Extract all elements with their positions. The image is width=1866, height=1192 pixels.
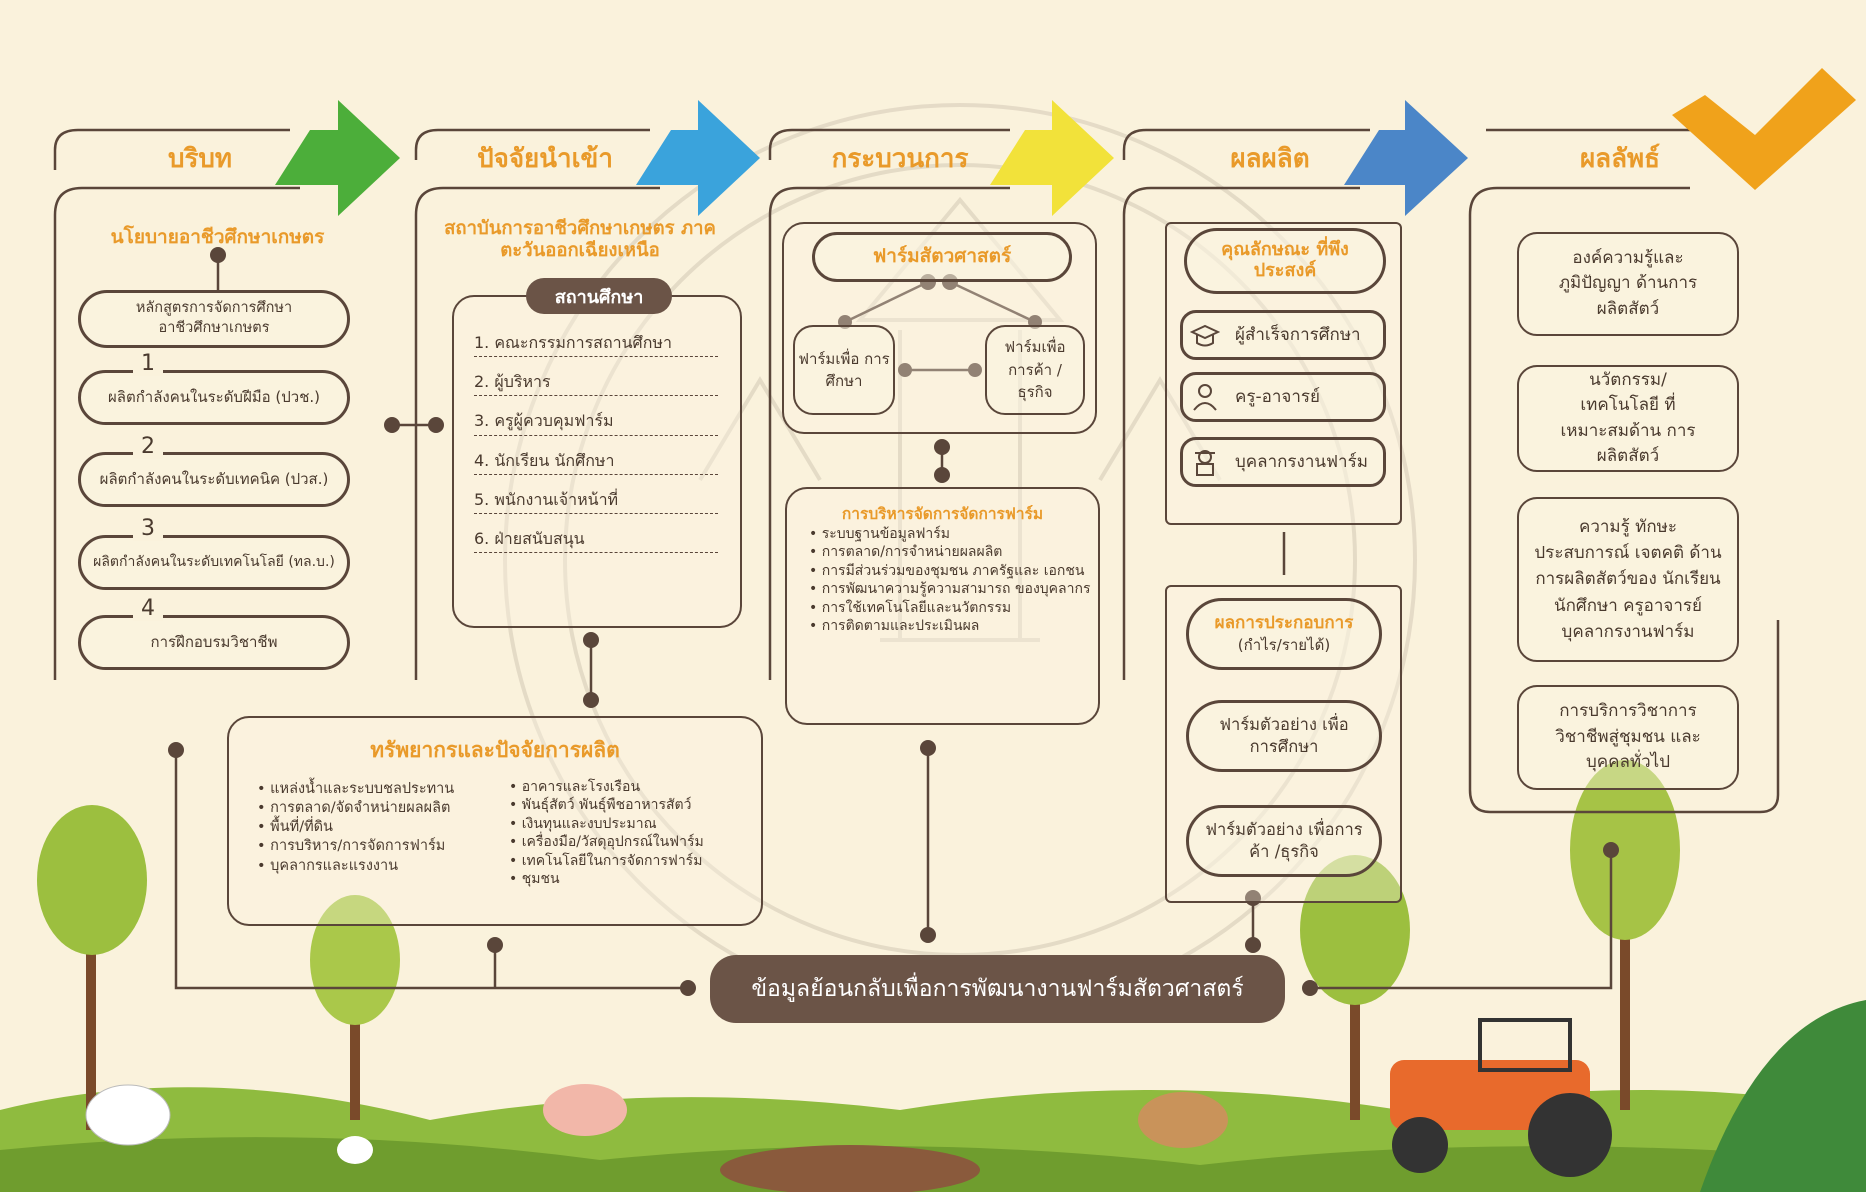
resource-item: การตลาด/จัดจำหน่ายผลผลิต [257,799,477,818]
context-item-3: ผลิตกำลังคนในระดับเทคโนโลยี (ทล.บ.) [78,535,350,590]
arrow-green [275,100,400,216]
output-person-farm-staff: บุคลากรงานฟาร์ม [1180,437,1386,487]
context-number-4: 4 [133,596,163,621]
resource-item: การบริหาร/การจัดการฟาร์ม [257,837,477,856]
resource-item: บุคลากรและแรงงาน [257,857,477,876]
resource-item: แหล่งน้ำและระบบชลประทาน [257,780,477,799]
output-person-label: ครู-อาจารย์ [1235,386,1320,407]
resource-item: พื้นที่/ที่ดิน [257,818,477,837]
characteristics-title: คุณลักษณะ ที่พึงประสงค์ [1184,228,1386,294]
resource-item: อาคารและโรงเรือน [509,778,754,796]
model-farm-education: ฟาร์มตัวอย่าง เพื่อการศึกษา [1186,700,1382,772]
management-item: การมีส่วนร่วมของชุมชน ภาครัฐและ เอกชน [809,562,1094,580]
management-item: การติดตามและประเมินผล [809,617,1094,635]
context-item-4: การฝึกอบรมวิชาชีพ [78,615,350,670]
output-person-graduates: ผู้สำเร็จการศึกษา [1180,310,1386,360]
institution-item: 4. นักเรียน นักศึกษา [474,445,718,475]
institution-box: 1. คณะกรรมการสถานศึกษา 2. ผู้บริหาร 3. ค… [452,295,742,628]
sheep-illustration [85,1084,171,1146]
institution-item: 5. พนักงานเจ้าหน้าที่ [474,484,718,514]
institution-item: 3. ครูผู้ควบคุมฟาร์ม [474,405,718,436]
farm-management-title: การบริหารจัดการจัดการฟาร์ม [841,505,1044,523]
arrow-blue [636,100,760,216]
output-person-label: บุคลากรงานฟาร์ม [1235,451,1368,472]
management-item: การใช้เทคโนโลยีและนวัตกรรม [809,599,1094,617]
graduation-cap-icon [1190,324,1220,347]
context-number-3: 3 [133,516,163,541]
outcome-item-3: ความรู้ ทักษะ ประสบการณ์ เจตคติ ด้านการผ… [1517,497,1739,662]
management-item: ระบบฐานข้อมูลฟาร์ม [809,525,1094,543]
header-context: บริบท [167,144,233,174]
farm-education-box: ฟาร์มเพื่อ การศึกษา [793,325,895,415]
tree-left [37,805,400,1130]
header-arrows [275,68,1856,216]
resource-item: ชุมชน [509,870,754,888]
arrow-steel [1344,100,1468,216]
resource-item: เทคโนโลยีในการจัดการฟาร์ม [509,852,754,870]
resources-title: ทรัพยากรและปัจจัยการผลิต [370,738,620,762]
header-process: กระบวนการ [831,144,969,174]
outcome-item-2: นวัตกรรม/ เทคโนโลยี ที่เหมาะสมด้าน การผล… [1517,365,1739,472]
output-person-teachers: ครู-อาจารย์ [1180,372,1386,422]
outcome-item-4: การบริการวิชาการ วิชาชีพสู่ชุมชน และบุคค… [1517,685,1739,790]
context-number-2: 2 [133,434,163,459]
curriculum-pill: หลักสูตรการจัดการศึกษา อาชีวศึกษาเกษตร [78,290,350,348]
farm-title-pill: ฟาร์มสัตวศาสตร์ [812,232,1072,282]
pig-illustration [543,1084,627,1136]
model-farm-business: ฟาร์มตัวอย่าง เพื่อการค้า /ธุรกิจ [1186,805,1382,877]
farm-business-box: ฟาร์มเพื่อ การค้า / ธุรกิจ [985,325,1085,415]
resources-box: ทรัพยากรและปัจจัยการผลิต แหล่งน้ำและระบบ… [227,716,763,926]
institution-list: 1. คณะกรรมการสถานศึกษา 2. ผู้บริหาร 3. ค… [474,327,718,562]
context-item-label: การฝึกอบรมวิชาชีพ [150,633,278,652]
tree-right [1300,760,1680,1120]
feedback-banner: ข้อมูลย้อนกลับเพื่อการพัฒนางานฟาร์มสัตวศ… [710,955,1285,1023]
resources-left-list: แหล่งน้ำและระบบชลประทาน การตลาด/จัดจำหน่… [257,780,477,876]
farm-management-box: การบริหารจัดการจัดการฟาร์ม ระบบฐานข้อมูล… [785,487,1100,725]
farm-management-list: ระบบฐานข้อมูลฟาร์ม การตลาด/การจำหน่ายผลผ… [809,525,1094,636]
header-outcome: ผลลัพธ์ [1579,144,1661,174]
check-mark [1672,68,1856,190]
resource-item: เงินทุนและงบประมาณ [509,815,754,833]
institution-label: สถานศึกษา [526,278,672,314]
outcome-item-1: องค์ความรู้และ ภูมิปัญญา ด้านการผลิตสัตว… [1517,232,1739,336]
farm-worker-icon [1195,450,1215,476]
header-input: ปัจจัยนำเข้า [477,144,613,174]
cow-illustration [1138,1092,1228,1148]
output-person-label: ผู้สำเร็จการศึกษา [1235,324,1361,345]
policy-title: นโยบายอาชีวศึกษาเกษตร [110,226,325,248]
management-item: การตลาด/การจำหน่ายผลผลิต [809,543,1094,561]
context-item-label: ผลิตกำลังคนในระดับฝีมือ (ปวช.) [107,388,321,407]
context-item-1: ผลิตกำลังคนในระดับฝีมือ (ปวช.) [78,370,350,425]
context-number-1: 1 [133,351,163,376]
institution-item: 1. คณะกรรมการสถานศึกษา [474,327,718,358]
resource-item: เครื่องมือ/วัสดุอุปกรณ์ในฟาร์ม [509,833,754,851]
arrow-yellow [990,100,1114,216]
teacher-icon [1193,384,1217,411]
performance-pill: ผลการประกอบการ (กำไร/รายได้) [1186,598,1382,670]
resources-right-list: อาคารและโรงเรือน พันธุ์สัตว์ พันธุ์พืชอา… [509,778,754,889]
context-item-label: ผลิตกำลังคนในระดับเทคนิค (ปวส.) [99,470,329,489]
performance-subtitle: (กำไร/รายได้) [1237,636,1331,655]
performance-title: ผลการประกอบการ [1214,613,1354,634]
context-item-label: ผลิตกำลังคนในระดับเทคโนโลยี (ทล.บ.) [93,554,335,571]
institution-item: 6. ฝ่ายสนับสนุน [474,523,718,554]
institution-item: 2. ผู้บริหาร [474,366,718,397]
input-title: สถาบันการอาชีวศึกษาเกษตร ภาคตะวันออกเฉีย… [444,218,716,262]
header-output: ผลผลิต [1230,144,1310,174]
context-item-2: ผลิตกำลังคนในระดับเทคนิค (ปวส.) [78,452,350,507]
resource-item: พันธุ์สัตว์ พันธุ์พืชอาหารสัตว์ [509,796,754,814]
tractor-illustration [1390,1018,1612,1177]
management-item: การพัฒนาความรู้ความสามารถ ของบุคลากร [809,580,1094,598]
